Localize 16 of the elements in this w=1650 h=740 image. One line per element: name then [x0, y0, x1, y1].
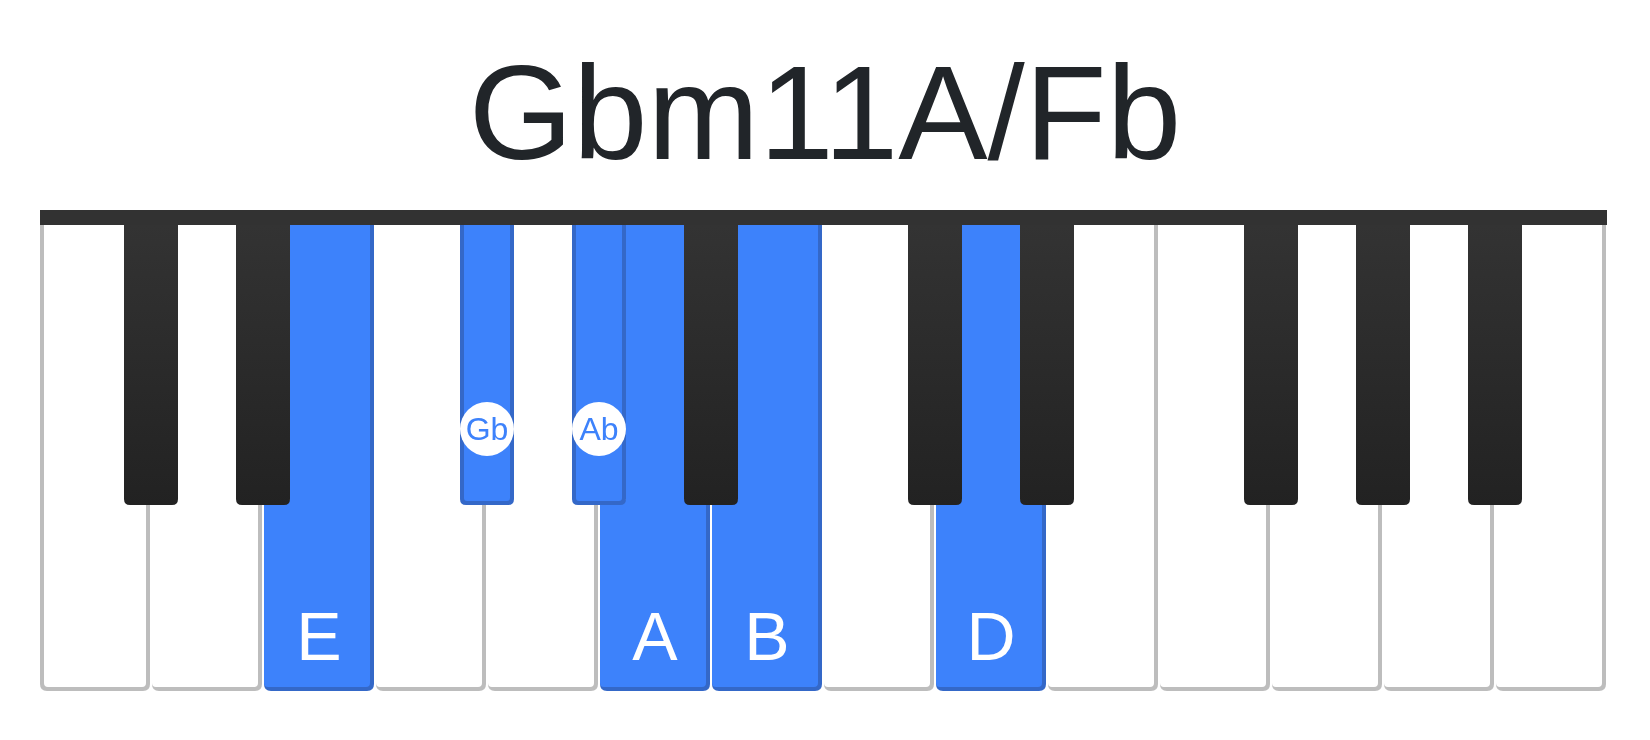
highlighted-sharp-key — [460, 225, 514, 505]
highlighted-sharp-key — [572, 225, 626, 505]
note-name: D — [966, 602, 1016, 670]
piano-sharp-key — [236, 225, 290, 505]
piano-sharp-key — [124, 225, 178, 505]
note-name: E — [296, 602, 342, 670]
chord-title: Gbm11A/Fb — [468, 46, 1182, 180]
keyboard-rail — [40, 210, 1607, 225]
note-name: B — [744, 602, 790, 670]
note-name: A — [632, 602, 678, 670]
piano-sharp-key — [908, 225, 962, 505]
piano-sharp-key — [684, 225, 738, 505]
piano-sharp-key — [1020, 225, 1074, 505]
piano-sharp-key — [1356, 225, 1410, 505]
piano-sharp-key — [1468, 225, 1522, 505]
piano-sharp-key — [1244, 225, 1298, 505]
